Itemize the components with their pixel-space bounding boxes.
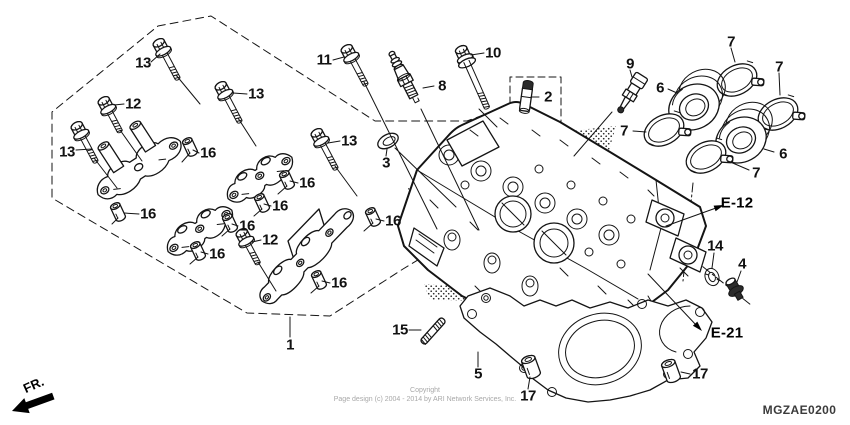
dowel-pin-16 [220, 211, 240, 235]
drawing-code: MGZAE0200 [762, 403, 837, 417]
ref-arrow-e21 [647, 273, 702, 331]
callout-4: 4 [738, 255, 746, 273]
callout-16: 16 [209, 245, 225, 263]
callout-13: 13 [135, 54, 151, 72]
ref-link-E-12[interactable]: E-12 [720, 194, 754, 212]
bolt-13 [211, 78, 244, 125]
callout-17: 17 [520, 387, 536, 405]
callout-7: 7 [775, 58, 783, 76]
spark-plug [388, 50, 420, 104]
copyright-line-2: Page design (c) 2004 - 2014 by ARI Netwo… [333, 396, 517, 403]
callout-6: 6 [656, 79, 664, 97]
callout-16: 16 [299, 174, 315, 192]
bolt-12 [94, 93, 124, 135]
leader-lines [75, 47, 781, 390]
callout-7: 7 [752, 164, 760, 182]
sealing-bolt-4 [725, 277, 744, 301]
callout-8: 8 [438, 77, 446, 95]
dowel-pin-16 [252, 191, 272, 215]
callout-16: 16 [385, 212, 401, 230]
camshaft-holder-bridge [96, 120, 182, 200]
bolt-13 [307, 125, 340, 172]
dowel-pin-16 [277, 168, 297, 192]
callout-3: 3 [382, 154, 390, 172]
band-clamp-7 [711, 55, 768, 107]
callout-10: 10 [485, 44, 501, 62]
callout-17: 17 [692, 365, 708, 383]
cap-3 [377, 132, 399, 150]
bolt-11 [337, 41, 370, 88]
callout-12: 12 [262, 231, 278, 249]
callout-16: 16 [331, 274, 347, 292]
callout-13: 13 [248, 85, 264, 103]
dowel-pin-16 [309, 268, 329, 292]
callout-16: 16 [272, 197, 288, 215]
dowel-pin-16 [180, 135, 200, 159]
callout-16: 16 [140, 205, 156, 223]
callout-13: 13 [59, 143, 75, 161]
callout-12: 12 [125, 95, 141, 113]
callout-2: 2 [544, 88, 552, 106]
front-direction-arrow [12, 392, 55, 414]
cylinder-head [397, 101, 707, 334]
callout-6: 6 [779, 145, 787, 163]
callout-14: 14 [707, 237, 723, 255]
bolt-10 [451, 42, 491, 111]
copyright-line-1: Copyright [410, 387, 440, 394]
stud-bolt-15 [420, 317, 446, 345]
callout-9: 9 [626, 55, 634, 73]
ref-link-E-21[interactable]: E-21 [710, 324, 744, 342]
callout-7: 7 [727, 33, 735, 51]
bolt-13 [149, 35, 182, 82]
callout-5: 5 [474, 365, 482, 383]
callout-16: 16 [239, 217, 255, 235]
o-ring-14 [704, 267, 721, 287]
callout-1: 1 [286, 336, 294, 354]
callout-7: 7 [620, 122, 628, 140]
dowel-pin-16 [363, 205, 383, 229]
callout-15: 15 [392, 321, 408, 339]
head-gasket [459, 287, 713, 403]
callout-16: 16 [200, 144, 216, 162]
dowel-pin-16 [108, 200, 128, 224]
callout-13: 13 [341, 132, 357, 150]
sensor-9 [617, 71, 649, 114]
ref-arrow-e12 [665, 205, 724, 227]
camshaft-holder-bar [259, 208, 355, 305]
callout-11: 11 [316, 51, 332, 69]
dowel-pin-2 [518, 79, 534, 114]
